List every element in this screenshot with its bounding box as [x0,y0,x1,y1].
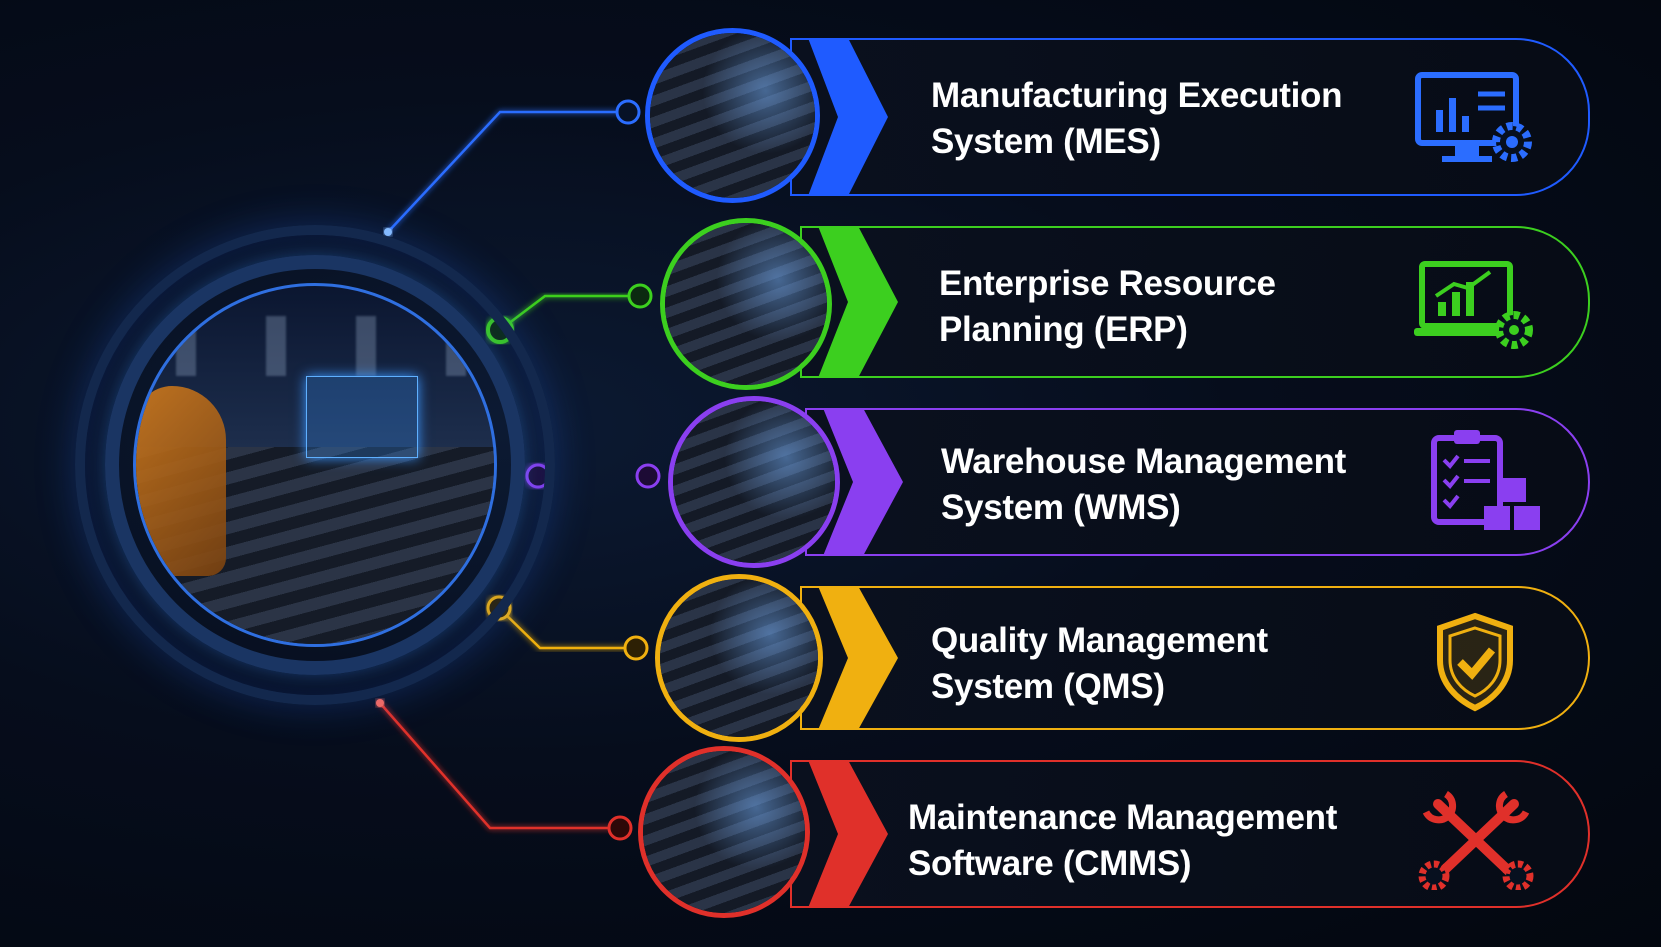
monitor-gear-icon [1415,72,1532,162]
connector-cmms [379,702,620,830]
card-mes [790,38,1590,196]
subtitle-qms: System (QMS) [931,667,1165,706]
thumb-qms [655,574,823,742]
clipboard-boxes-icon [1431,430,1540,530]
title-cmms: Maintenance Management [908,798,1338,837]
node-mes [615,99,641,125]
connector-erp [499,294,640,331]
thumb-erp [660,218,832,390]
thumb-cmms [638,746,810,918]
node-wms-right [635,463,661,489]
central-hub [75,225,555,705]
chevron-qms [818,586,898,730]
node-erp-right [627,283,653,309]
factory-image [133,283,497,647]
wrench-gear-icon [1418,791,1534,890]
title-mes: Manufacturing Execution [931,76,1343,115]
card-cmms [790,760,1590,908]
node-qms-right [623,635,649,661]
subtitle-erp: Planning (ERP) [939,310,1188,349]
chevron-erp [818,226,898,378]
label-erp: Enterprise Resource Planning (ERP) [939,261,1276,353]
card-qms [800,586,1590,730]
subtitle-mes: System (MES) [931,122,1161,161]
chevron-wms [823,408,903,556]
title-erp: Enterprise Resource [939,264,1276,303]
connector-mes [387,110,628,233]
label-mes: Manufacturing Execution System (MES) [931,73,1342,165]
node-cmms [607,815,633,841]
subtitle-cmms: Software (CMMS) [908,844,1192,883]
label-cmms: Maintenance Management Software (CMMS) [908,795,1337,887]
thumb-mes [645,28,820,203]
chevron-mes [808,38,888,196]
chart-monitor-gear-icon [1414,261,1533,349]
title-wms: Warehouse Management [941,442,1347,481]
connector-qms [498,607,636,650]
title-qms: Quality Management [931,621,1268,660]
label-wms: Warehouse Management System (WMS) [941,439,1346,531]
thumb-wms [668,396,840,568]
hub-outer-ring [75,225,555,705]
subtitle-wms: System (WMS) [941,488,1181,527]
chevron-cmms [808,760,888,908]
shield-check-icon [1437,612,1513,712]
label-qms: Quality Management System (QMS) [931,618,1268,710]
